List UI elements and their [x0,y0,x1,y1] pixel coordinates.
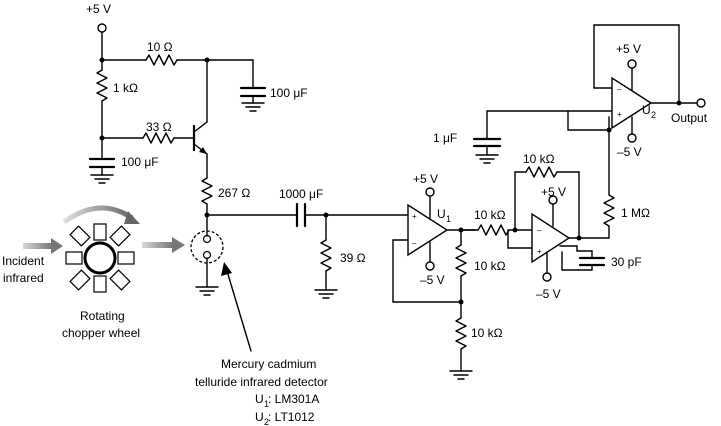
resistor-10k-feedback [525,166,558,178]
resistor-10k-divider-upper-label: 10 kΩ [474,259,506,273]
rotation-arrow-icon [62,205,134,225]
resistor-10k-divider-upper [455,244,467,277]
chopper-label-line1: Rotating [80,309,125,323]
opamp-u1: + – U 1 +5 V –5 V [407,172,451,287]
transistor-pnp [192,59,208,179]
resistor-39ohm [320,239,332,272]
incident-infrared-arrow [23,238,63,254]
opamp-inverting-stage: – + +5 V –5 V [507,185,571,301]
amp2-minus5-terminal [542,272,552,282]
detector-pointer-arrow [226,270,252,352]
chopped-beam-arrow [142,237,185,253]
resistor-33ohm-label: 33 Ω [146,120,172,134]
amp2-plus-sign: + [537,247,542,256]
plus5-terminal-top [97,23,107,33]
resistor-267ohm [201,177,213,205]
svg-text:U: U [255,410,264,424]
resistor-33ohm [142,132,175,144]
u2-plus-sign: + [617,110,622,119]
u1-plus5-terminal [425,187,435,197]
chopper-wheel [65,223,135,293]
u1-minus5-terminal [425,261,435,271]
u2-label: U [642,103,651,117]
output-terminal [696,98,706,108]
resistor-10k-divider-lower-label: 10 kΩ [471,326,503,340]
capacitor-100uf-left-label: 100 μF [121,155,159,169]
resistor-1k-label: 1 kΩ [113,81,138,95]
resistor-10k-divider-lower [455,317,467,350]
plus5-label-top: +5 V [86,2,111,16]
u2-plus5-terminal [627,59,637,69]
chopper-label-line2: chopper wheel [62,326,140,340]
part-u2-line: U 2 : LT1012 [255,410,315,426]
u2-minus5-terminal [627,133,637,143]
resistor-1meg [603,194,615,227]
svg-text:: LM301A: : LM301A [268,392,319,406]
svg-text:1: 1 [264,399,269,409]
u1-minus5-label: –5 V [420,273,445,287]
capacitor-1000uf-label: 1000 μF [279,187,323,201]
u1-plus-sign: + [412,212,417,221]
resistor-1k [96,69,108,102]
top-bias-network: +5 V 10 Ω 100 μF 1 kΩ 33 Ω [86,2,308,184]
svg-text:1: 1 [446,214,451,224]
detector-label-line2: telluride infrared detector [195,375,328,389]
svg-text:2: 2 [651,110,656,120]
u1-label: U [437,207,446,221]
resistor-39ohm-label: 39 Ω [340,251,366,265]
resistor-10k-input-label: 10 kΩ [474,208,506,222]
opamp-u2: – + U 2 +5 V –5 V [611,42,656,159]
resistor-10k-feedback-label: 10 kΩ [523,152,555,166]
u2-minus-sign: – [617,85,622,94]
amp2-plus5-label: +5 V [541,185,566,199]
detector-label-line1: Mercury cadmium [221,357,316,371]
u2-minus5-label: –5 V [617,145,642,159]
incident-label-line1: Incident [2,254,45,268]
svg-text:U: U [255,392,264,406]
amp2-plus5-terminal [548,195,558,205]
svg-text:: LT1012: : LT1012 [268,410,315,424]
u1-minus-sign: – [412,239,417,248]
capacitor-30pf-label: 30 pF [611,255,642,269]
incident-label-line2: infrared [3,271,44,285]
capacitor-100uf-top-label: 100 μF [270,86,308,100]
resistor-10ohm-label: 10 Ω [147,40,173,54]
resistor-10ohm [145,54,178,66]
capacitor-1uf-label: 1 μF [433,131,457,145]
resistor-267ohm-label: 267 Ω [218,186,250,200]
part-u1-line: U 1 : LM301A [255,392,319,409]
amp2-minus5-label: –5 V [536,287,561,301]
svg-text:2: 2 [264,417,269,426]
u1-plus5-label: +5 V [413,172,438,186]
infrared-detector [190,221,224,296]
amp2-minus-sign: – [537,226,542,235]
resistor-1meg-label: 1 MΩ [621,206,650,220]
resistor-10k-input [477,224,510,236]
u2-plus5-label: +5 V [616,42,641,56]
output-label: Output [671,111,708,125]
